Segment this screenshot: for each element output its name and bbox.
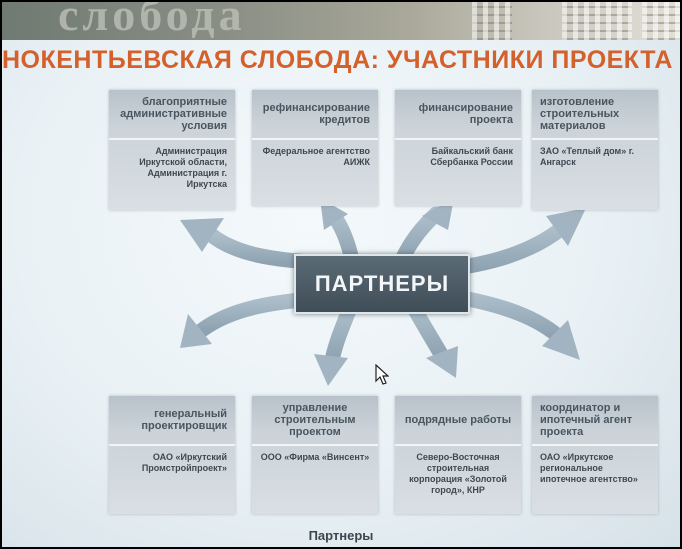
- card-contract-works: подрядные работы Северо-Восточная строит…: [395, 396, 521, 514]
- arrowhead: [542, 320, 580, 360]
- card-head: подрядные работы: [395, 396, 521, 446]
- arrow-to-contractor: [406, 300, 450, 364]
- building-image: [562, 2, 632, 40]
- arrowhead: [546, 208, 586, 246]
- partners-hub: ПАРТНЕРЫ: [294, 254, 470, 314]
- card-coordinator: координатор и ипотечный агент проекта ОА…: [532, 396, 658, 514]
- card-financing: финансирование проекта Байкальский банк …: [395, 90, 521, 206]
- card-body: Байкальский банк Сбербанка России: [430, 146, 513, 167]
- arrowhead: [320, 198, 348, 230]
- card-body: ОАО «Иркутское региональное ипотечное аг…: [540, 452, 638, 484]
- card-refinancing: рефинансирование кредитов Федеральное аг…: [252, 90, 378, 206]
- card-body: Администрация Иркутской области, Админис…: [139, 146, 227, 189]
- card-body: Северо-Восточная строительная корпорация…: [409, 452, 507, 495]
- card-body: ОАО «Иркутский Промстройпроект»: [141, 452, 227, 473]
- building-image: [472, 2, 512, 40]
- mouse-cursor-icon: [375, 364, 389, 385]
- card-project-management: управление строительным проектом ООО «Фи…: [252, 396, 378, 514]
- card-head: финансирование проекта: [395, 90, 521, 140]
- card-head: координатор и ипотечный агент проекта: [532, 396, 658, 446]
- card-head: изготовление строительных материалов: [532, 90, 658, 140]
- arrowhead: [180, 314, 212, 348]
- header-banner: слобода: [2, 2, 680, 40]
- arrowhead: [426, 346, 458, 378]
- arrow-to-management: [324, 300, 358, 368]
- card-admin-conditions: благоприятные административные условия А…: [109, 90, 235, 210]
- card-body: ЗАО «Теплый дом» г. Ангарск: [540, 146, 635, 167]
- card-head: генеральный проектировщик: [109, 396, 235, 446]
- card-general-designer: генеральный проектировщик ОАО «Иркутский…: [109, 396, 235, 514]
- arrowhead: [314, 354, 348, 386]
- banner-logo: слобода: [58, 2, 246, 40]
- card-head: благоприятные административные условия: [109, 90, 235, 140]
- card-body: ООО «Фирма «Винсент»: [260, 452, 370, 462]
- building-image: [642, 2, 680, 40]
- card-body: Федеральное агентство АИЖК: [262, 146, 370, 167]
- arrowhead: [422, 198, 454, 230]
- slide-title: НОКЕНТЬЕВСКАЯ СЛОБОДА: УЧАСТНИКИ ПРОЕКТА: [2, 46, 673, 74]
- card-head: управление строительным проектом: [252, 396, 378, 446]
- card-head: рефинансирование кредитов: [252, 90, 378, 140]
- slide-caption: Партнеры: [308, 528, 374, 543]
- arrowhead: [180, 218, 224, 252]
- card-materials: изготовление строительных материалов ЗАО…: [532, 90, 658, 210]
